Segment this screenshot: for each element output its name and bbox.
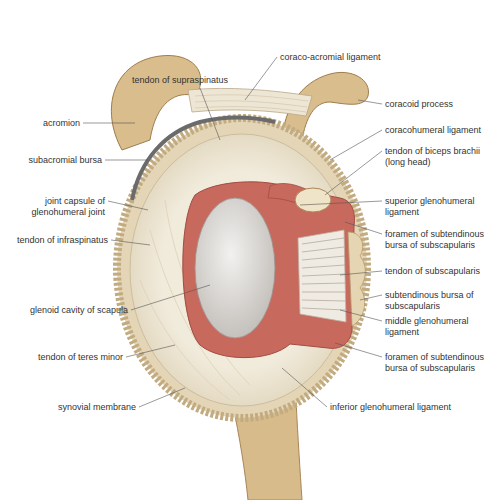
leader-line (126, 345, 175, 357)
leader-line (360, 295, 382, 300)
leader-line (245, 57, 277, 100)
part-label: subtendinous bursa of subscapularis (385, 290, 493, 312)
leader-line (111, 240, 150, 245)
tendon-body (298, 230, 346, 322)
ligament-fibres (195, 95, 308, 112)
part-label: tendon of teres minor (5, 352, 123, 363)
leader-line (139, 388, 185, 407)
leader-line (200, 88, 220, 140)
part-label: coraco-acromial ligament (280, 52, 430, 63)
part-label: coracohumeral ligament (385, 125, 493, 136)
glenoid-surface (195, 198, 275, 338)
coraco-acromial-band (188, 88, 312, 116)
part-label: acromion (20, 118, 80, 129)
leader-line (282, 368, 327, 407)
capsule-inner (130, 134, 354, 406)
part-label: synovial membrane (30, 402, 136, 413)
leader-line (105, 160, 148, 161)
labrum-region (183, 182, 355, 358)
part-label: tendon of subscapularis (385, 266, 493, 277)
part-label: middle glenohumeral ligament (385, 316, 493, 338)
leader-line (83, 123, 135, 124)
leader-line (335, 343, 382, 357)
leader-line (330, 130, 382, 160)
leader-line (131, 285, 210, 310)
bursa-shape (348, 232, 365, 326)
part-label: tendon of supraspinatus (132, 75, 252, 86)
part-label: foramen of subtendinous bursa of subscap… (385, 352, 493, 374)
subscapularis-tendon (298, 230, 346, 322)
part-label: foramen of subtendinous bursa of subscap… (385, 229, 493, 251)
leader-line (300, 201, 382, 205)
ligament-band (188, 88, 312, 116)
part-label: coracoid process (385, 99, 493, 110)
tendon-fibres (302, 238, 345, 310)
leader-line (108, 201, 148, 210)
part-label: superior glenohumeral ligament (385, 196, 493, 218)
part-label: inferior glenohumeral ligament (330, 402, 490, 413)
part-label: joint capsule of glenohumeral joint (20, 196, 105, 218)
leader-line (358, 100, 382, 104)
capsule-outer (117, 118, 367, 418)
part-label: tendon of infraspinatus (0, 235, 108, 246)
leader-line (325, 151, 382, 195)
biceps-section (295, 188, 331, 212)
leader-lines (83, 57, 382, 407)
part-label: glenoid cavity of scapula (5, 305, 128, 316)
leader-line (345, 222, 382, 234)
leader-line (340, 271, 382, 275)
part-label: subacromial bursa (10, 155, 102, 166)
part-label: tendon of biceps brachii (long head) (385, 146, 493, 168)
leader-line (340, 310, 382, 321)
